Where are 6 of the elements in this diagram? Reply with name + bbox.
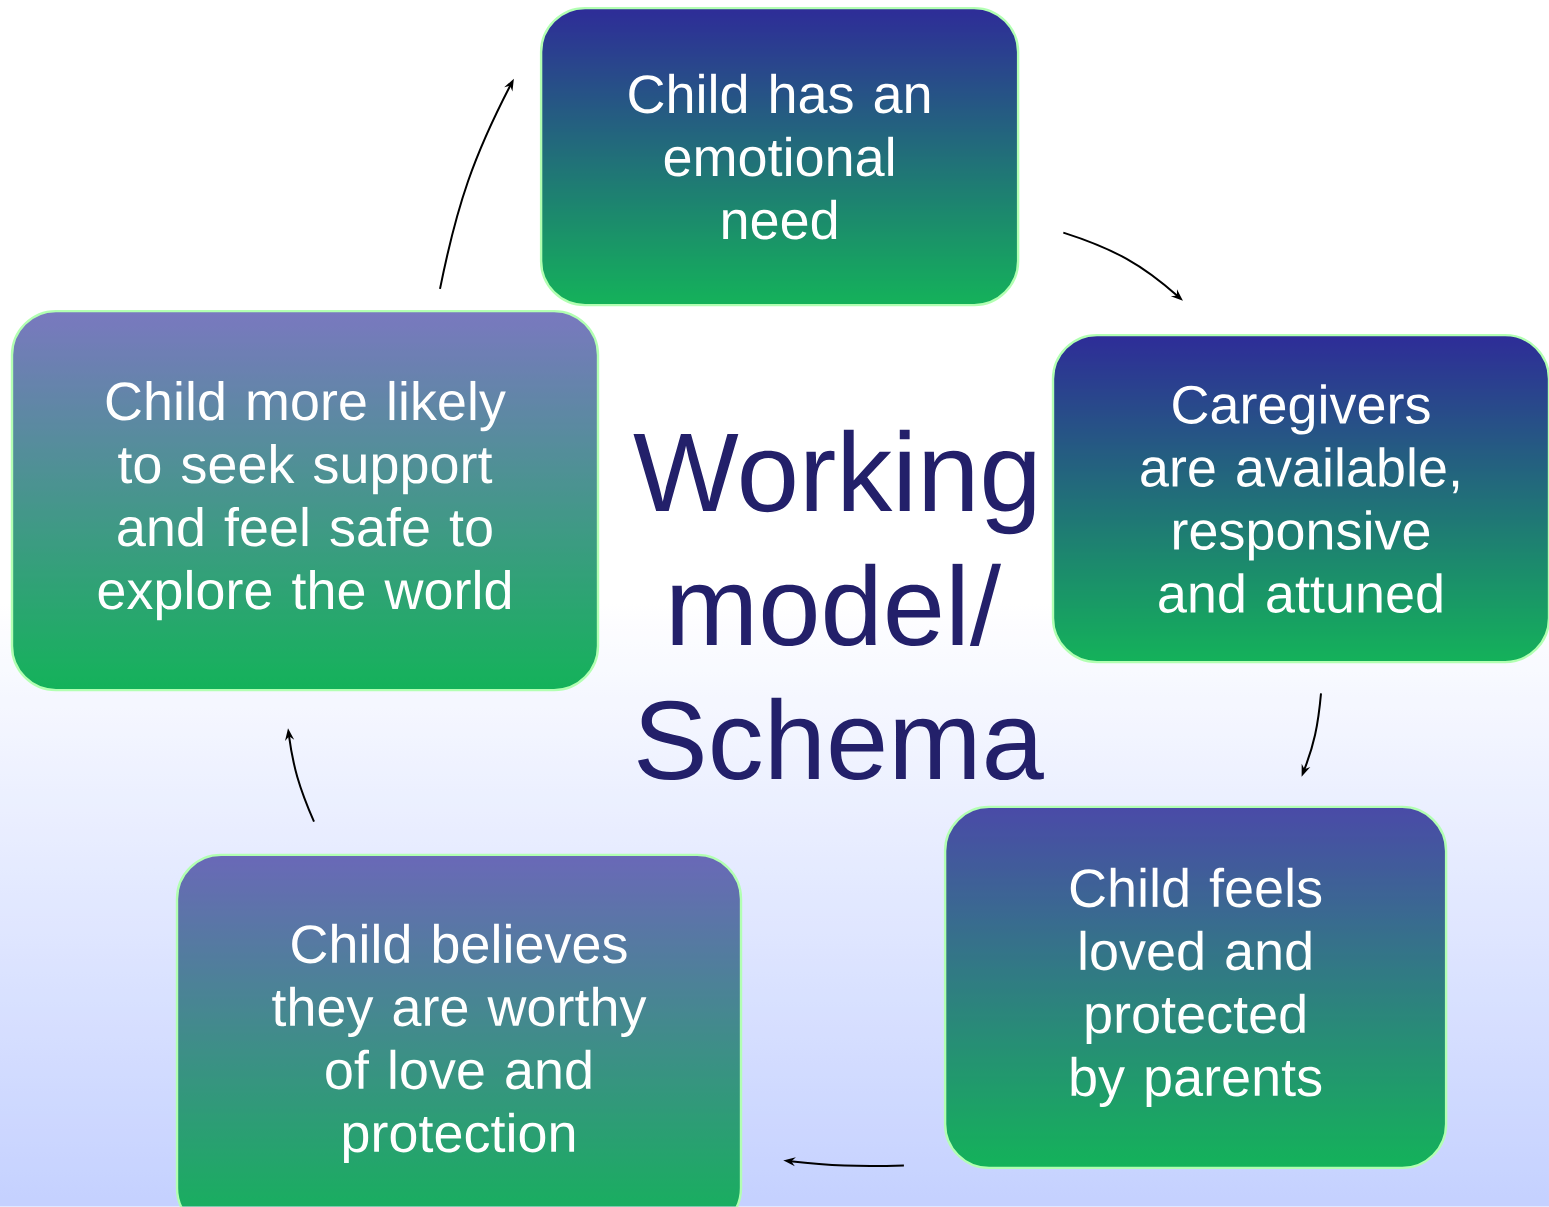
process-box: Child feels loved and protected by parents bbox=[943, 805, 1448, 1170]
title: Working model/ Schema bbox=[633, 429, 1044, 781]
process-box: Child more likely to seek support and feel safe to explore the world bbox=[10, 309, 600, 692]
process-box: Child believes they are worthy of love and protection bbox=[175, 853, 743, 1207]
process-box: Caregivers are available, responsive and attuned bbox=[1051, 333, 1549, 664]
process-box: Child has an emotional need bbox=[539, 6, 1020, 307]
